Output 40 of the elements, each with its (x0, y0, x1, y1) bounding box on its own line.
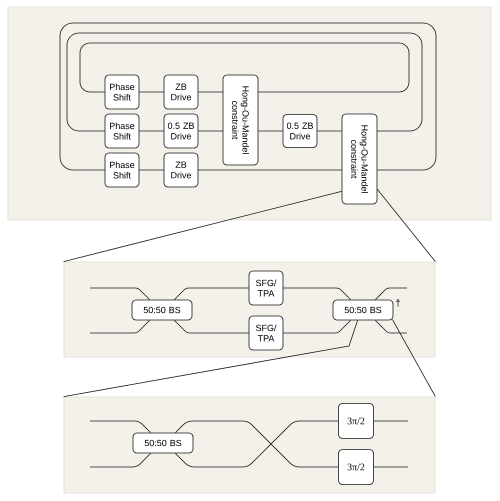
process-box: Phase Shift (104, 74, 140, 110)
process-box: 3π/2 (338, 449, 374, 485)
connector-line (60, 22, 436, 170)
connector-line (283, 288, 351, 300)
connector-line (258, 130, 283, 132)
zoom-line (377, 189, 436, 262)
connector-line (375, 288, 408, 300)
connector-line (174, 320, 249, 334)
process-box: Phase Shift (104, 114, 140, 148)
footnote-mark: † (396, 299, 400, 307)
process-box: 0.5 ZB Drive (282, 114, 318, 148)
zoom-line (392, 319, 436, 397)
connector-line (198, 130, 223, 132)
connector-line (90, 320, 150, 334)
process-box: SFG/TPA (248, 316, 284, 350)
connector-line (317, 130, 342, 132)
process-box: Phase Shift (104, 152, 140, 188)
connector-line (90, 288, 150, 300)
process-box: SFG/TPA (248, 270, 284, 306)
process-box: 50:50 BS (132, 432, 194, 454)
process-box: 50:50 BS (332, 300, 394, 320)
zoom-line (63, 320, 358, 397)
connector-line (80, 42, 410, 92)
connector-line (375, 320, 408, 334)
connector-line (374, 420, 408, 422)
process-box: ZB Drive (164, 74, 198, 110)
connector-line (175, 420, 338, 468)
process-box: Hong-Ou-Mandel constraint (222, 74, 258, 166)
process-box: 50:50 BS (132, 300, 192, 320)
process-box: Hong-Ou-Mandel constraint (342, 114, 378, 204)
connector-line (90, 453, 151, 468)
zoom-line (63, 191, 342, 262)
process-box: 3π/2 (338, 403, 374, 439)
connector-line (139, 130, 164, 132)
process-box: 0.5 ZB Drive (164, 114, 198, 148)
process-box: ZB Drive (164, 152, 198, 188)
connector-line (90, 420, 151, 433)
connector-line (174, 288, 249, 300)
connector-line (283, 320, 351, 334)
connector-line (374, 466, 408, 468)
